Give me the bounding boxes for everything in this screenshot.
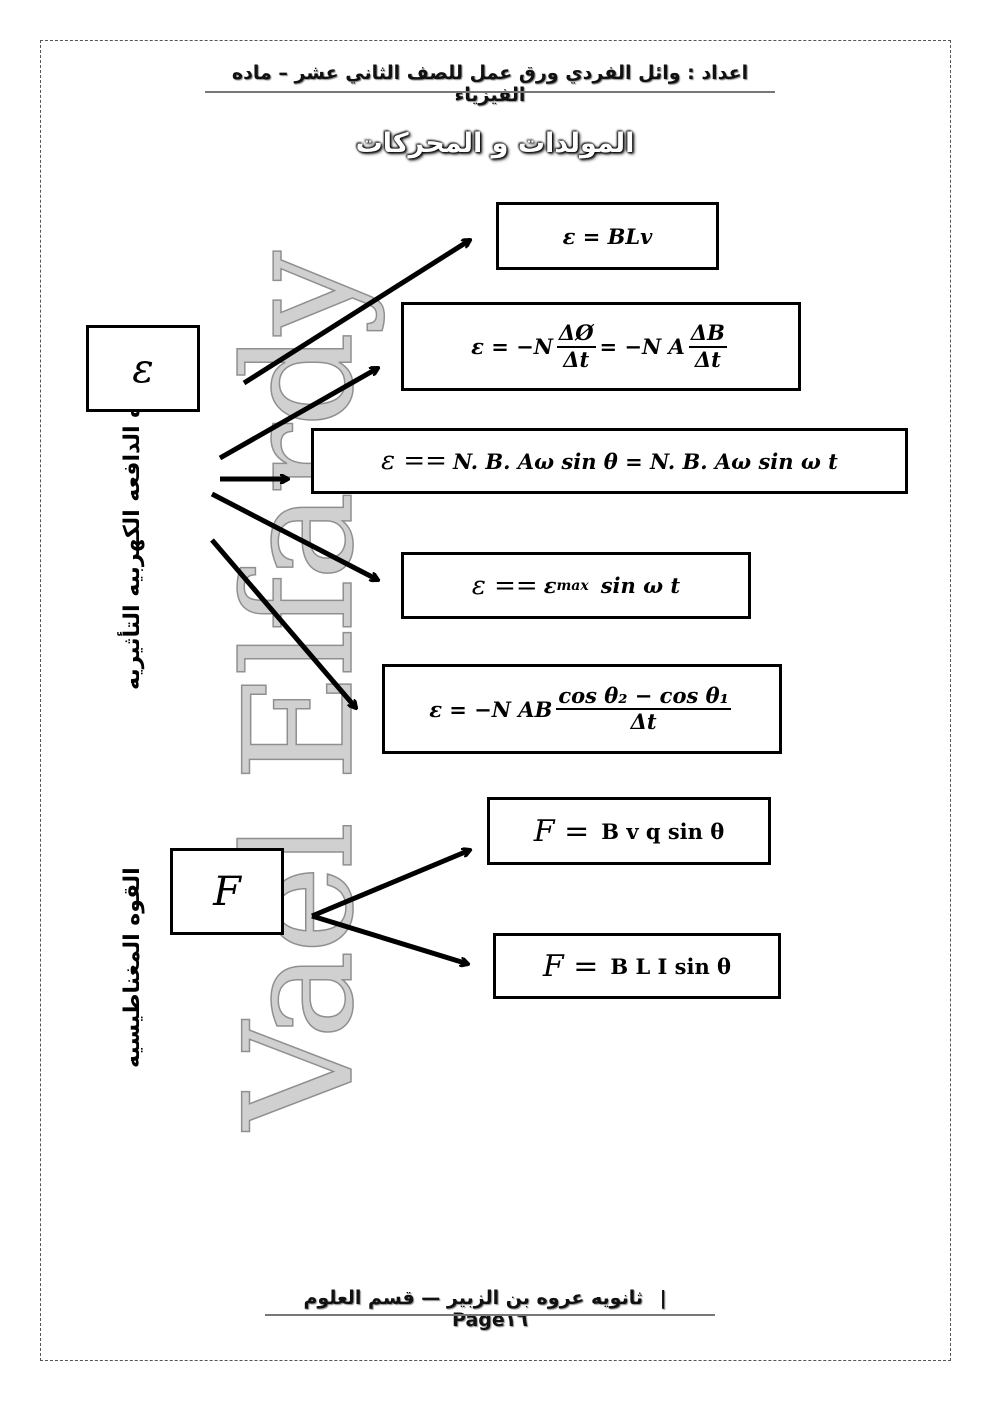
formula-box-3: ε == N. B. Aω sin θ = N. B. Aω sin ω t bbox=[311, 428, 908, 494]
formula-box-force-2: F = B L I sin θ bbox=[493, 933, 781, 999]
footer-rule bbox=[265, 1314, 715, 1316]
force-symbol: F bbox=[213, 868, 241, 915]
formula-box-1: ε = BLv bbox=[496, 202, 719, 270]
formula-4-rhs: sin ω t bbox=[600, 573, 681, 598]
arrow-to-formula-1 bbox=[242, 240, 470, 386]
formula-5-lhs: ε = −N AB bbox=[429, 696, 553, 722]
formula-2-lhs: ε = −N bbox=[471, 334, 553, 359]
formula-box-5: ε = −N AB cos θ₂ − cos θ₁ Δt bbox=[382, 664, 782, 754]
page-title: المولدات و المحركات bbox=[355, 128, 635, 159]
arrow-to-formula-5 bbox=[210, 538, 356, 708]
header-rule bbox=[205, 91, 775, 93]
formula-4-sub: max bbox=[556, 577, 589, 594]
page-border bbox=[40, 40, 951, 1361]
formula-box-force-1: F = B v q sin θ bbox=[487, 797, 771, 865]
force-symbol-box: F bbox=[170, 848, 284, 935]
force-1-lhs: F = bbox=[533, 813, 590, 849]
arrow-to-formula-2 bbox=[218, 365, 378, 461]
arrow-to-force-2 bbox=[311, 913, 468, 964]
formula-3-rhs: N. B. Aω sin θ = N. B. Aω sin ω t bbox=[452, 448, 838, 474]
emf-symbol: ε bbox=[132, 345, 154, 392]
page-header: اعداد : وائل الفردي ورق عمل للصف الثاني … bbox=[231, 62, 749, 106]
fraction-db-dt: ΔB Δt bbox=[688, 320, 727, 372]
fraction-cos-dt: cos θ₂ − cos θ₁ Δt bbox=[556, 682, 731, 734]
footer-separator: | bbox=[659, 1287, 667, 1309]
arrow-to-force-1 bbox=[311, 850, 470, 919]
page-footer: ثانويه عروه بن الزبير — قسم العلوم | Pag… bbox=[265, 1287, 715, 1331]
formula-emf-motional: ε = BLv bbox=[562, 223, 653, 249]
force-2-rhs: B L I sin θ bbox=[610, 953, 732, 979]
fraction-dphi-dt: ΔØ Δt bbox=[556, 320, 596, 372]
formula-2-mid: = −N A bbox=[599, 334, 685, 359]
force-1-rhs: B v q sin θ bbox=[601, 818, 725, 844]
formula-4-eps: ε bbox=[543, 573, 557, 598]
emf-symbol-box: ε bbox=[86, 325, 200, 412]
footer-page-number: Page١٦ bbox=[452, 1309, 528, 1331]
footer-school: ثانويه عروه بن الزبير — قسم العلوم bbox=[303, 1287, 643, 1309]
arrow-to-formula-4 bbox=[210, 491, 378, 580]
formula-4-lhs: ε == bbox=[471, 570, 538, 601]
force-2-lhs: F = bbox=[542, 948, 599, 984]
formula-box-2: ε = −N ΔØ Δt = −N A ΔB Δt bbox=[401, 302, 801, 391]
formula-3-lhs: ε == bbox=[381, 446, 447, 476]
